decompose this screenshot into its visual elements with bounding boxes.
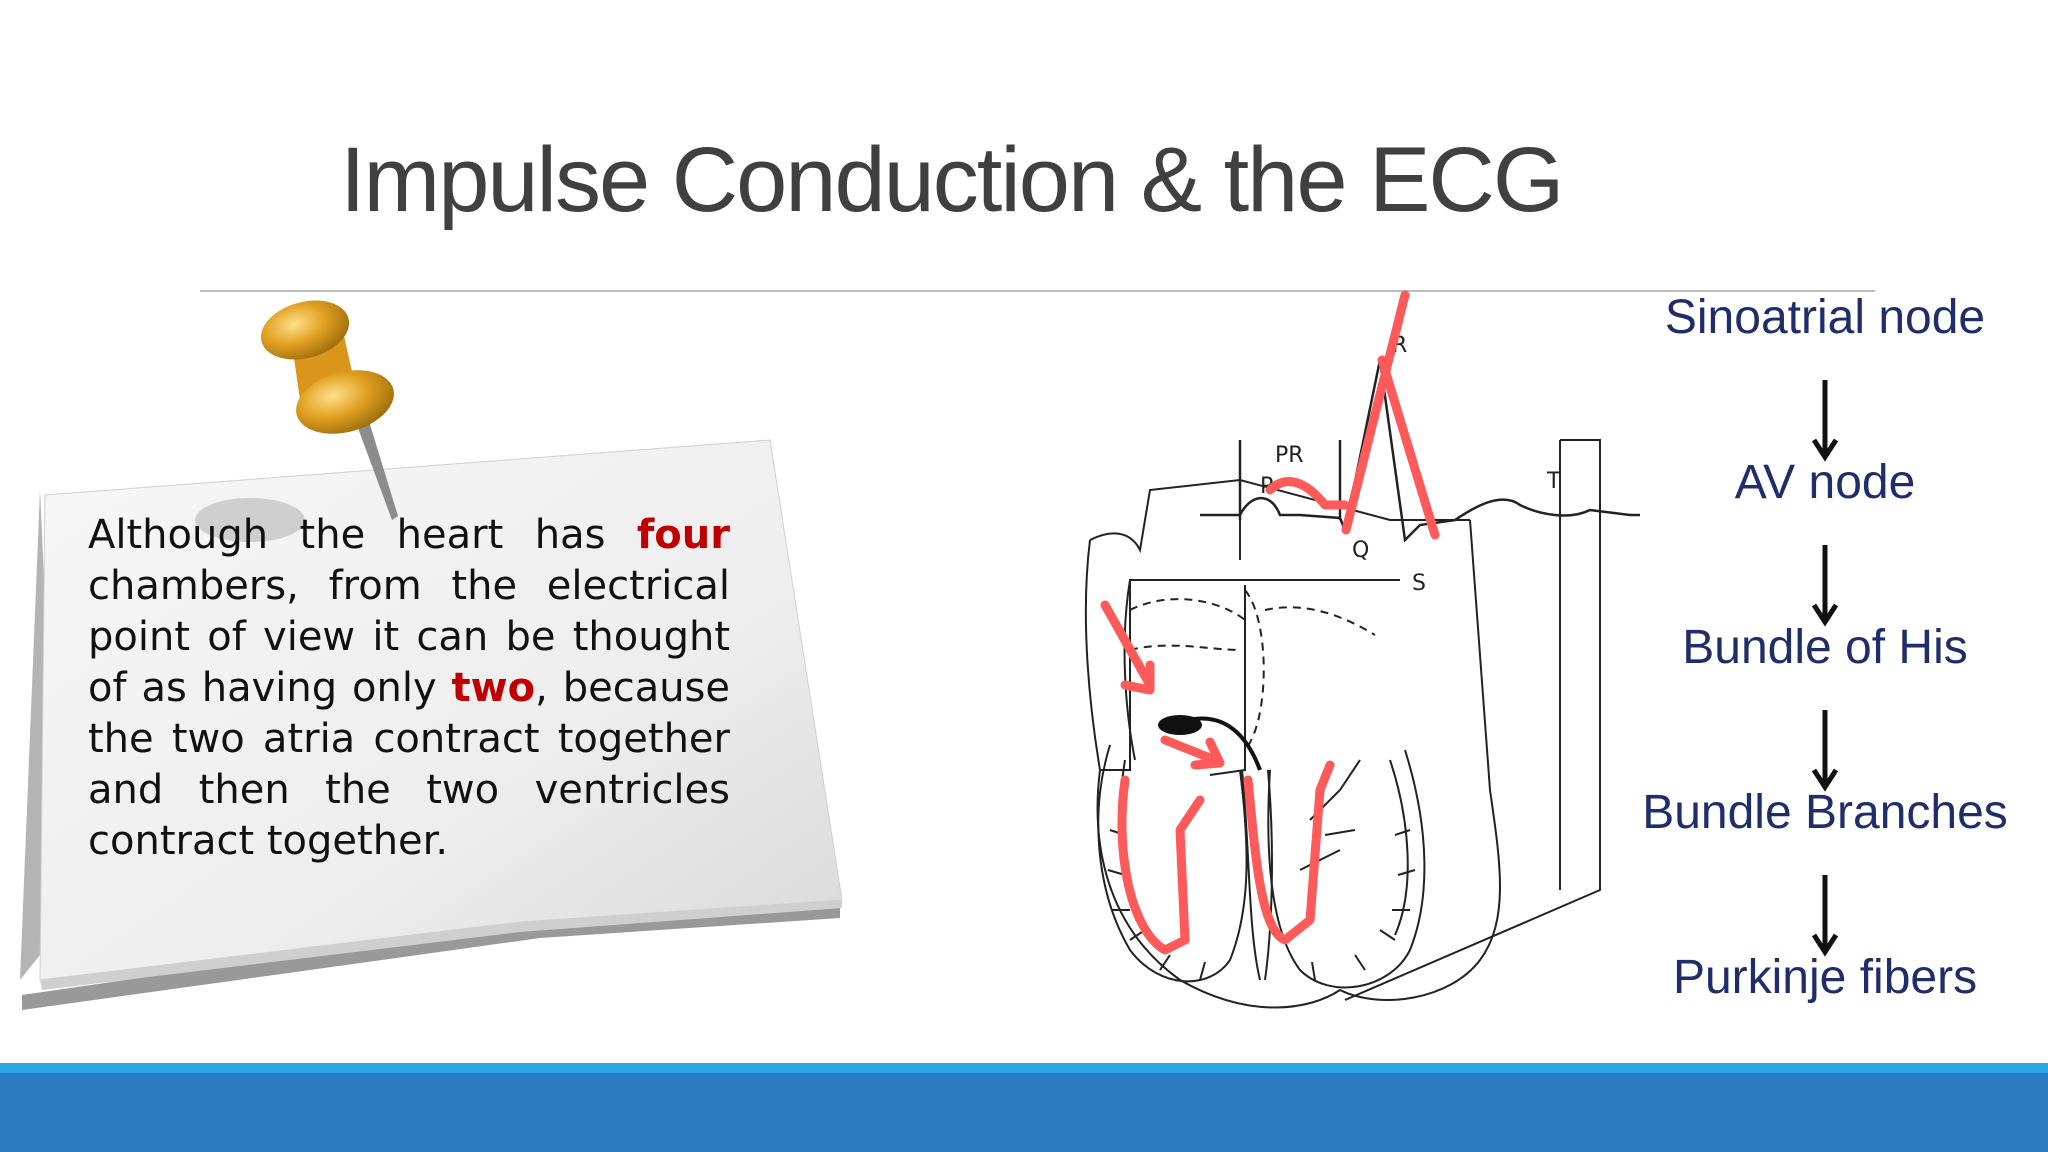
pinned-note: Although the heart has four chambers, fr… bbox=[0, 290, 860, 1030]
down-arrow-icon bbox=[1811, 545, 1839, 627]
heart-ecg-diagram: PR P R Q S T bbox=[1070, 290, 1670, 1035]
red-r-upstroke-trace bbox=[1341, 290, 1410, 535]
note-paper bbox=[20, 300, 843, 1010]
note-text-segment: chambers, from the electrical point of v… bbox=[88, 563, 730, 711]
red-left-branch-trace bbox=[1117, 775, 1205, 955]
down-arrow-icon bbox=[1811, 380, 1839, 462]
note-text-segment: Although the heart has bbox=[88, 512, 637, 558]
down-arrow-icon bbox=[1811, 875, 1839, 957]
note-body: Although the heart has four chambers, fr… bbox=[88, 510, 730, 867]
chain-node-sinoatrial: Sinoatrial node bbox=[1664, 291, 1986, 344]
ecg-label-s: S bbox=[1412, 571, 1426, 596]
chain-node-av: AV node bbox=[1734, 456, 1916, 509]
ecg-label-q: Q bbox=[1352, 538, 1369, 563]
note-text-segment: , because the two atria contract togethe… bbox=[88, 665, 730, 864]
red-r-downstroke-trace bbox=[1377, 355, 1440, 540]
note-highlight-four: four bbox=[636, 512, 730, 558]
red-arrow-atrial bbox=[1100, 600, 1155, 690]
red-right-branch-trace bbox=[1243, 760, 1335, 945]
footer-bar bbox=[0, 1073, 2048, 1152]
ecg-label-t: T bbox=[1546, 469, 1561, 494]
slide-title: Impulse Conduction & the ECG bbox=[340, 129, 1564, 231]
red-arrow-av bbox=[1160, 735, 1220, 765]
down-arrow-icon bbox=[1811, 710, 1839, 792]
chain-node-bundle-of-his: Bundle of His bbox=[1682, 621, 1968, 674]
conduction-pathway: Sinoatrial node AV node Bundle of His Bu… bbox=[1615, 290, 2035, 1035]
chain-node-bundle-branches: Bundle Branches bbox=[1642, 786, 2008, 839]
ecg-label-pr: PR bbox=[1275, 443, 1304, 468]
footer-accent-line bbox=[0, 1063, 2048, 1073]
note-highlight-two: two bbox=[451, 665, 536, 711]
red-p-wave-trace bbox=[1265, 477, 1350, 510]
heart-conduction-illustration: PR P R Q S T bbox=[1084, 290, 1640, 1009]
title-divider bbox=[200, 290, 1875, 292]
chain-node-purkinje: Purkinje fibers bbox=[1672, 951, 1978, 1004]
